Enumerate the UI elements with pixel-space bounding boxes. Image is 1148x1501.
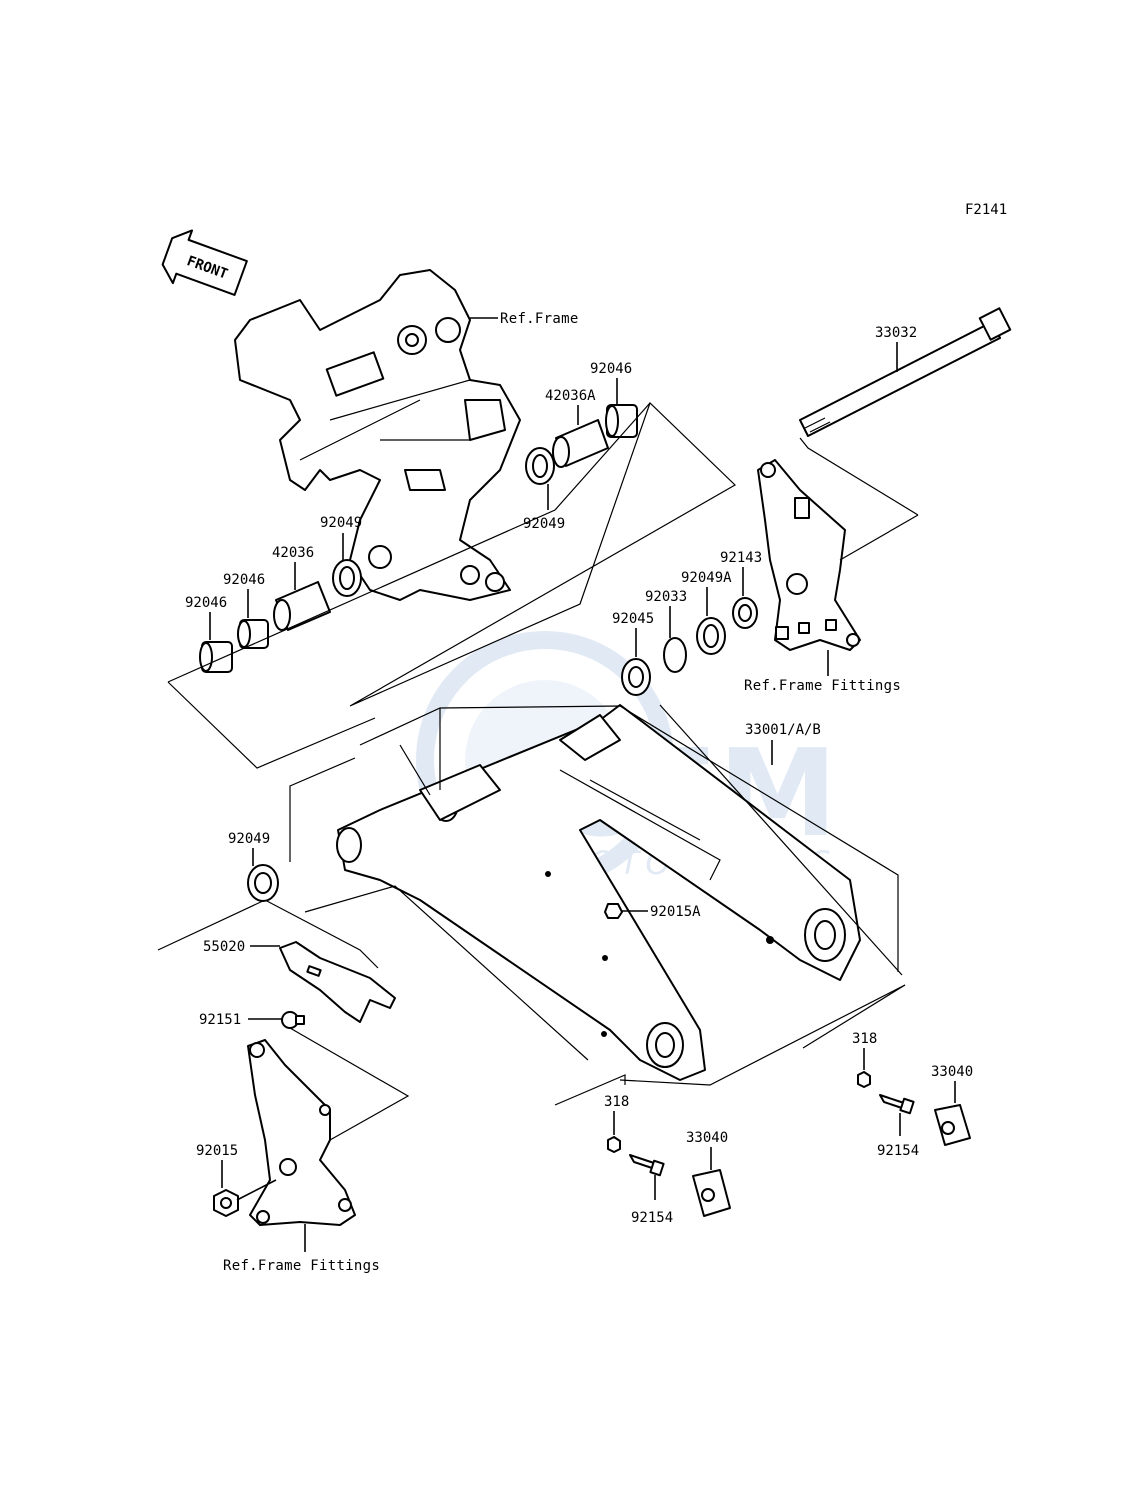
screw-92151-part: [281, 1011, 305, 1029]
front-arrow-icon: FRONT: [161, 229, 248, 296]
assembly-guide-lines: [157, 401, 919, 1141]
bolt-92015A-part: [604, 903, 623, 919]
part-label-55020: 55020: [203, 939, 245, 955]
part-label-42036A: 42036A: [545, 388, 596, 404]
part-label-33001: 33001/A/B: [745, 722, 821, 738]
right-adjuster-group: [857, 1071, 971, 1146]
part-label-92046-b: 92046: [185, 595, 227, 611]
part-label-92049-top: 92049: [523, 516, 565, 532]
part-label-92049A: 92049A: [681, 570, 732, 586]
upper-bushing-group: [525, 404, 638, 485]
pivot-shaft-part: [799, 307, 1012, 437]
part-label-92046-top: 92046: [590, 361, 632, 377]
part-label-92154-right: 92154: [877, 1143, 919, 1159]
ref-frame-label: Ref.Frame: [500, 311, 579, 327]
part-label-92151: 92151: [199, 1012, 241, 1028]
part-label-318-bottom: 318: [604, 1094, 629, 1110]
bottom-adjuster-group: [607, 1136, 731, 1217]
part-label-92154-bottom: 92154: [631, 1210, 673, 1226]
part-label-92015A: 92015A: [650, 904, 701, 920]
left-bushing-group: [199, 559, 362, 673]
left-frame-fitting-part: [247, 1039, 356, 1226]
diagram-code: F2141: [965, 202, 1007, 218]
right-frame-fitting-part: [757, 459, 861, 651]
part-label-42036: 42036: [272, 545, 314, 561]
part-label-92033: 92033: [645, 589, 687, 605]
ref-frame-fittings-right-label: Ref.Frame Fittings: [744, 678, 901, 694]
part-label-92046-a: 92046: [223, 572, 265, 588]
part-label-92143: 92143: [720, 550, 762, 566]
frame-part: [234, 269, 521, 601]
part-label-92045: 92045: [612, 611, 654, 627]
nut-92015-part: [213, 1189, 239, 1217]
part-label-33032: 33032: [875, 325, 917, 341]
chain-guard-55020-part: [279, 941, 396, 1023]
part-label-33040-right: 33040: [931, 1064, 973, 1080]
part-label-92049-left: 92049: [320, 515, 362, 531]
part-label-33040-bottom: 33040: [686, 1130, 728, 1146]
part-label-92015: 92015: [196, 1143, 238, 1159]
seal-92049-mid-part: [247, 864, 279, 902]
right-bearing-group: [621, 597, 758, 696]
part-label-318-right: 318: [852, 1031, 877, 1047]
ref-frame-fittings-left-label: Ref.Frame Fittings: [223, 1258, 380, 1274]
part-label-92049-mid: 92049: [228, 831, 270, 847]
